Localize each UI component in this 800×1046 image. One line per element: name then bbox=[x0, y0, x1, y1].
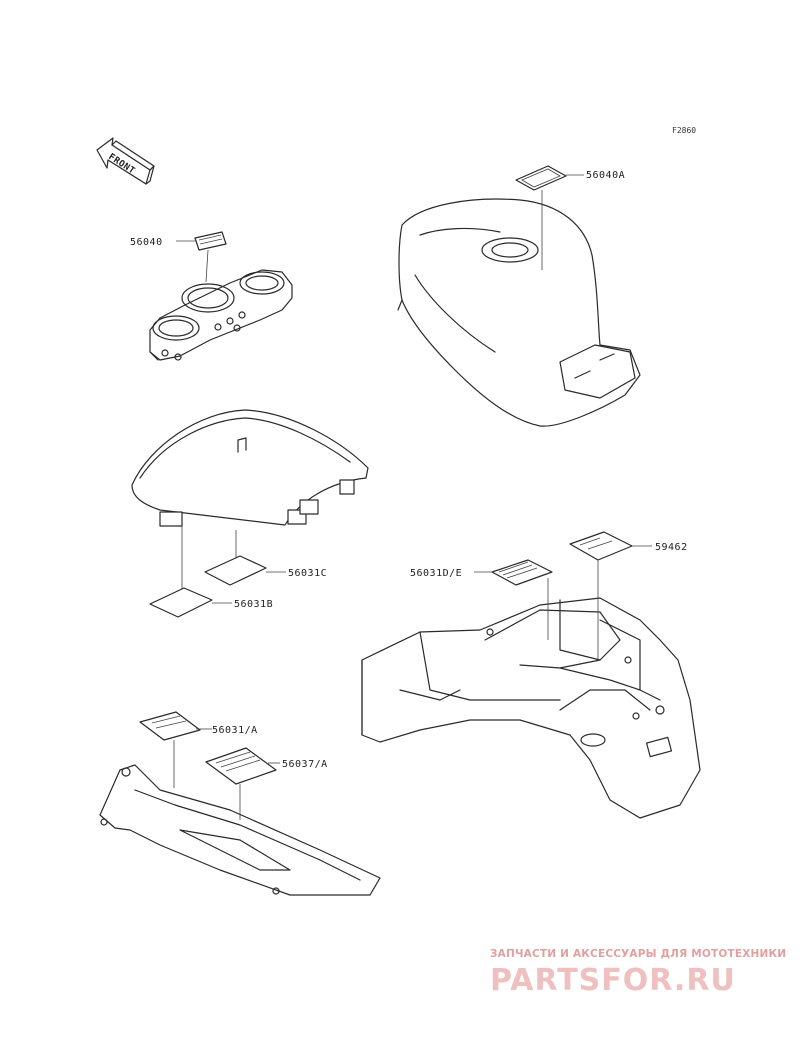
label-56040a: 56040A bbox=[586, 170, 625, 181]
watermark-tagline: ЗАПЧАСТИ И АКСЕССУАРЫ ДЛЯ МОТОТЕХНИКИ bbox=[490, 948, 787, 960]
fender-decal-de bbox=[491, 559, 553, 586]
meter-decal bbox=[194, 231, 227, 251]
seat-decal-c bbox=[204, 555, 267, 586]
label-59462: 59462 bbox=[655, 542, 688, 553]
watermark-brand: PARTSFOR.RU bbox=[490, 963, 736, 998]
seat-cowl bbox=[131, 409, 369, 527]
label-56031de: 56031D/E bbox=[410, 568, 462, 579]
fender-decal-59462 bbox=[569, 531, 633, 561]
tank-decal bbox=[515, 165, 567, 191]
front-arrow-icon: FRONT bbox=[96, 137, 155, 185]
chain-decal-37a bbox=[205, 747, 277, 785]
label-56031b: 56031B bbox=[234, 599, 273, 610]
rear-fender bbox=[361, 597, 701, 819]
label-56031a: 56031/A bbox=[212, 725, 258, 736]
chain-decal-a bbox=[139, 711, 201, 741]
figure-code: F2860 bbox=[672, 126, 696, 135]
meter-assembly bbox=[149, 269, 293, 361]
label-56040: 56040 bbox=[130, 237, 163, 248]
fuel-tank bbox=[397, 198, 641, 427]
chain-guard bbox=[99, 764, 381, 896]
seat-decal-b bbox=[149, 587, 213, 618]
label-56031c: 56031C bbox=[288, 568, 327, 579]
label-56037a: 56037/A bbox=[282, 759, 328, 770]
